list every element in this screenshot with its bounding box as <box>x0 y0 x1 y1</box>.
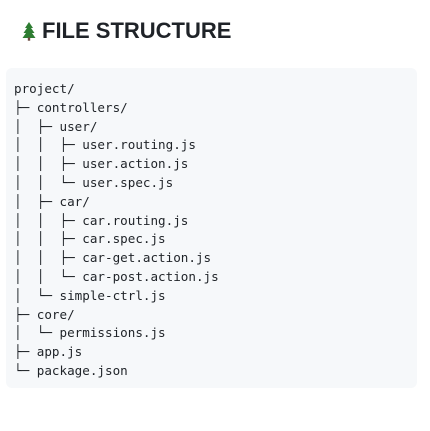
tree-line: │ ├─ car/ <box>14 193 90 209</box>
file-tree: project/ ├─ controllers/ │ ├─ user/ │ │ ├─ … <box>14 80 219 381</box>
tree-line: │ └─ simple-ctrl.js <box>14 287 166 303</box>
tree-line: └─ package.json <box>14 362 128 378</box>
tree-line: │ │ ├─ car.routing.js <box>14 212 189 228</box>
evergreen-tree-icon <box>22 21 36 41</box>
tree-line: │ ├─ user/ <box>14 118 98 134</box>
tree-line: ├─ app.js <box>14 344 83 360</box>
tree-line: │ └─ permissions.js <box>14 325 166 341</box>
tree-line: │ │ ├─ car-get.action.js <box>14 250 212 266</box>
tree-line: ├─ controllers/ <box>14 99 128 115</box>
tree-line: │ │ └─ car-post.action.js <box>14 268 219 284</box>
code-block: project/ ├─ controllers/ │ ├─ user/ │ │ ├─ … <box>6 68 417 388</box>
tree-line: │ │ ├─ car.spec.js <box>14 231 166 247</box>
tree-line: │ │ ├─ user.routing.js <box>14 137 196 153</box>
section-title: FILE STRUCTURE <box>42 18 232 43</box>
tree-line: │ │ └─ user.spec.js <box>14 174 174 190</box>
tree-line: │ │ ├─ user.action.js <box>14 156 189 172</box>
tree-line: ├─ core/ <box>14 306 75 322</box>
tree-line: project/ <box>14 81 75 96</box>
section-heading: FILE STRUCTURE <box>22 14 231 48</box>
